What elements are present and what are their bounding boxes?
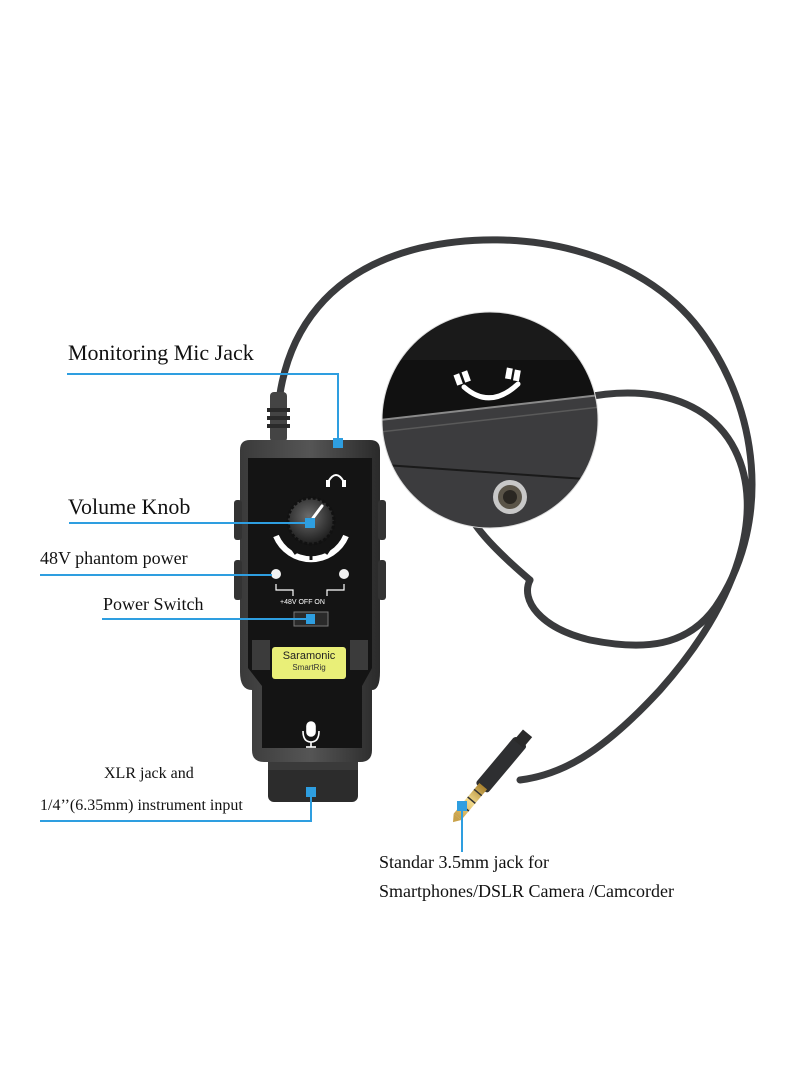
switch-markings: +48V OFF ON (280, 599, 325, 606)
phantom-led-right (339, 569, 349, 579)
headphone-icon (327, 474, 345, 483)
callout-line-xlr-v (310, 792, 312, 822)
marker-xlr (306, 787, 316, 797)
headphone-icon-closeup (461, 381, 521, 401)
marker-volume (305, 518, 315, 528)
label-volume-knob: Volume Knob (68, 494, 191, 519)
phantom-led-left (271, 569, 281, 579)
callout-line-volume (69, 522, 309, 524)
callout-line-phantom (40, 574, 272, 576)
label-xlr-line1: XLR jack and (104, 765, 194, 782)
label-power-switch: Power Switch (103, 594, 204, 614)
callout-line-power (102, 618, 308, 620)
label-monitoring-mic-jack: Monitoring Mic Jack (68, 340, 254, 365)
callout-line-monitoring-h (67, 373, 339, 375)
callout-line-monitoring-v (337, 373, 339, 443)
brand-name: Saramonic (282, 650, 336, 662)
microphone-icon (302, 721, 320, 748)
model-name: SmartRig (292, 663, 326, 672)
marker-monitoring (333, 438, 343, 448)
label-xlr-line2: 1/4’’(6.35mm) instrument input (40, 797, 243, 814)
jack-closeup-inset (382, 312, 598, 528)
marker-trrs (457, 801, 467, 811)
label-trrs-line2: Smartphones/DSLR Camera /Camcorder (379, 881, 674, 901)
callout-line-trrs (461, 806, 463, 852)
label-trrs-line1: Standar 3.5mm jack for (379, 852, 549, 872)
label-phantom-power: 48V phantom power (40, 548, 188, 568)
brand-label: Saramonic SmartRig (272, 647, 346, 679)
callout-line-xlr-h (40, 820, 312, 822)
